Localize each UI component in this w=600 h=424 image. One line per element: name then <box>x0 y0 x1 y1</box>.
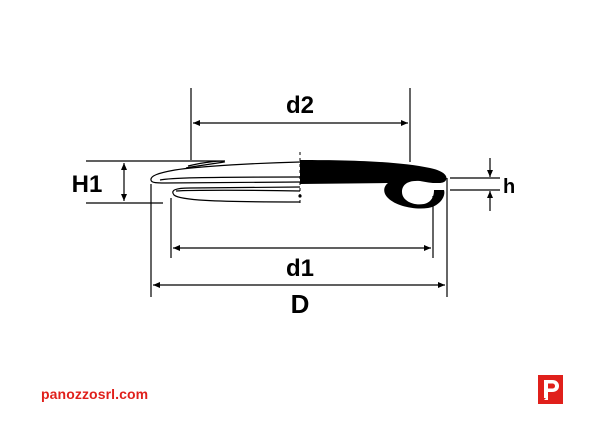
gasket-section-right <box>300 160 448 209</box>
label-h: h <box>503 176 515 198</box>
label-D: D <box>291 289 310 319</box>
website-link[interactable]: panozzosrl.com <box>41 386 149 402</box>
label-d1: d1 <box>286 255 314 282</box>
dimension-h1 <box>86 160 225 204</box>
gasket-outline-left <box>150 160 301 203</box>
dimension-h <box>450 158 500 211</box>
label-d2: d2 <box>286 92 314 119</box>
panozzo-p-logo-icon <box>538 375 563 404</box>
dimension-d1 <box>170 196 434 258</box>
centre-dot <box>298 194 302 198</box>
dimension-d2 <box>190 88 411 162</box>
label-h1: H1 <box>72 171 103 198</box>
dimension-D <box>150 178 448 297</box>
